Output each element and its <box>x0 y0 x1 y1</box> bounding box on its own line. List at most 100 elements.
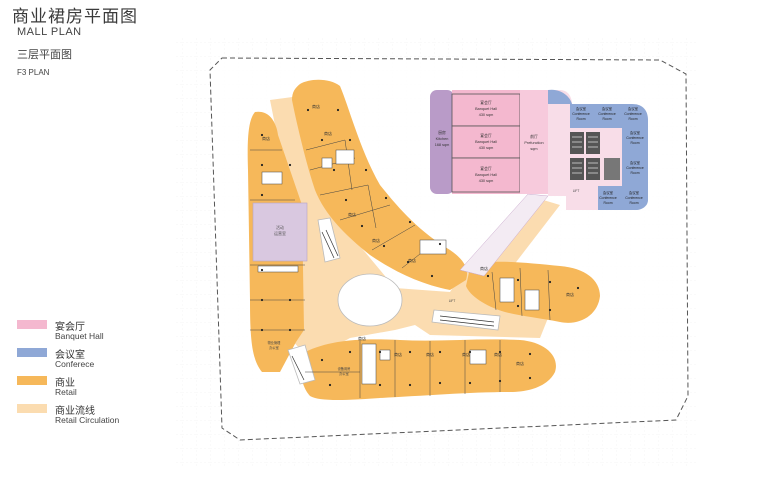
service-labels: 物业管理 办公室 设备用房 办公室 LIFT LIFT <box>268 189 580 376</box>
legend-swatch-conference <box>17 348 47 357</box>
prefunction <box>520 90 550 194</box>
banquet-labels: 厨房 Kitchen 168 sqm 宴会厅 Banquet Hall 430 … <box>435 100 544 183</box>
banquet-hall-3 <box>451 157 521 193</box>
lift-label: LIFT <box>449 299 456 303</box>
banquet-3-label-en: Banquet Hall <box>475 173 497 177</box>
south-shop-fixtures <box>361 343 487 385</box>
lift-label: LIFT <box>573 189 580 193</box>
south-partitions <box>305 340 501 398</box>
stair-core <box>570 132 620 180</box>
west-shop-fixtures <box>257 171 299 273</box>
page-title-english: MALL PLAN <box>17 26 82 38</box>
service-a-label-sub: 办公室 <box>269 345 279 350</box>
legend-label-en: Retail <box>55 387 77 397</box>
conf-6-label-cn: 会议室 <box>603 190 614 195</box>
kitchen-label-area: 168 sqm <box>435 143 450 147</box>
kitchen <box>430 90 454 194</box>
shop-label: 商店 <box>408 257 416 263</box>
activity-room-label-sub: 运营室 <box>274 230 286 236</box>
shop-label: 商店 <box>462 351 470 357</box>
banquet-1-label-area: 430 sqm <box>479 113 494 117</box>
kitchen-label-en: Kitchen <box>436 137 449 141</box>
shop-labels: 商店 商店 商店 商店 商店 商店 商店 商店 商店 商店 商店 商店 商店 商… <box>262 103 574 366</box>
conf-2-label-cn: 会议室 <box>602 106 613 111</box>
shop-label: 商店 <box>358 335 366 341</box>
conf-4-label-en: Conference <box>626 136 644 140</box>
kitchen-label-cn: 厨房 <box>438 130 446 135</box>
east-shop-fixtures <box>499 277 540 311</box>
west-partitions <box>250 149 305 331</box>
service-b-label-sub: 办公室 <box>339 371 349 376</box>
legend-label-en: Conferece <box>55 359 95 369</box>
conf-5-label-room: Room <box>630 171 639 175</box>
banquet-2-label-en: Banquet Hall <box>475 140 497 144</box>
shop-label: 商店 <box>566 291 574 297</box>
legend-label-en: Banquet Hall <box>55 331 104 341</box>
service-a-label-cn: 物业管理 <box>268 340 282 345</box>
banquet-conference-block <box>430 89 648 210</box>
conf-5-label-cn: 会议室 <box>630 160 641 165</box>
page-title: 商业裙房平面图 <box>12 7 138 26</box>
conf-7-label-cn: 会议室 <box>629 190 640 195</box>
floor-title: 三层平面图 <box>17 49 72 61</box>
shop-label: 商店 <box>494 351 502 357</box>
conf-5-label-en: Conference <box>626 166 644 170</box>
activity-room-label-cn: 活动 <box>276 224 284 230</box>
conf-7-label-room: Room <box>629 201 638 205</box>
shop-label: 商店 <box>372 237 380 243</box>
prefunction-label-area: sqm <box>530 147 537 151</box>
shop-label: 商店 <box>312 103 320 109</box>
banquet-hall-2 <box>451 125 521 159</box>
banquet-2-label-cn: 宴会厅 <box>480 133 492 138</box>
conf-2-label-en: Conference <box>598 112 616 116</box>
banquet-2-label-area: 430 sqm <box>479 146 494 150</box>
shop-label: 商店 <box>348 211 356 217</box>
east-partitions <box>491 267 551 321</box>
conf-6-label-en: Conference <box>599 196 617 200</box>
service-b-label-cn: 设备用房 <box>338 366 351 371</box>
banquet-1-label-cn: 宴会厅 <box>480 100 492 105</box>
floor-title-english: F3 PLAN <box>17 68 50 77</box>
legend-label-en: Retail Circulation <box>55 415 120 425</box>
shop-label: 商店 <box>394 351 402 357</box>
conf-6-label-room: Room <box>603 201 612 205</box>
shop-label: 商店 <box>426 351 434 357</box>
banquet-1-label-en: Banquet Hall <box>475 107 497 111</box>
shop-label: 商店 <box>262 135 270 141</box>
conference-labels: 会议室 Conference Room 会议室 Conference Room … <box>572 106 644 205</box>
conference-prefunction <box>566 186 598 210</box>
legend-swatch-retail <box>17 376 47 385</box>
conf-2-label-room: Room <box>602 117 611 121</box>
conf-1-label-en: Conference <box>572 112 590 116</box>
retail-north <box>292 79 468 291</box>
banquet-3-label-cn: 宴会厅 <box>480 166 492 171</box>
conf-3-label-room: Room <box>628 117 637 121</box>
prefunction-label-cn: 前厅 <box>530 134 538 139</box>
conf-1-label-cn: 会议室 <box>576 106 587 111</box>
legend-label-cn: 会议室 <box>55 350 85 361</box>
atrium-voids <box>287 217 501 385</box>
legend-swatch-banquet <box>17 320 47 329</box>
shop-label: 商店 <box>324 130 332 136</box>
legend-label-cn: 商业 <box>55 378 75 389</box>
conf-1-label-room: Room <box>576 117 585 121</box>
conf-3-label-cn: 会议室 <box>628 106 639 111</box>
legend-label-cn: 商业流线 <box>55 406 95 417</box>
structural-columns <box>260 108 580 387</box>
legend-label-cn: 宴会厅 <box>55 322 85 333</box>
legend-swatch-circulation <box>17 404 47 413</box>
core-stair-lines <box>572 136 598 174</box>
shop-label: 商店 <box>480 265 488 271</box>
banquet-hall-1 <box>451 93 521 127</box>
conf-4-label-room: Room <box>630 141 639 145</box>
activity-room <box>252 202 308 262</box>
escalators <box>291 229 495 381</box>
banquet-3-label-area: 430 sqm <box>479 179 494 183</box>
conf-corner <box>548 89 572 104</box>
conf-3-label-en: Conference <box>624 112 642 116</box>
prefunction-label-en: Prefunction <box>524 141 543 145</box>
conf-7-label-en: Conference <box>625 196 643 200</box>
shop-label: 商店 <box>516 360 524 366</box>
conf-4-label-cn: 会议室 <box>630 130 641 135</box>
